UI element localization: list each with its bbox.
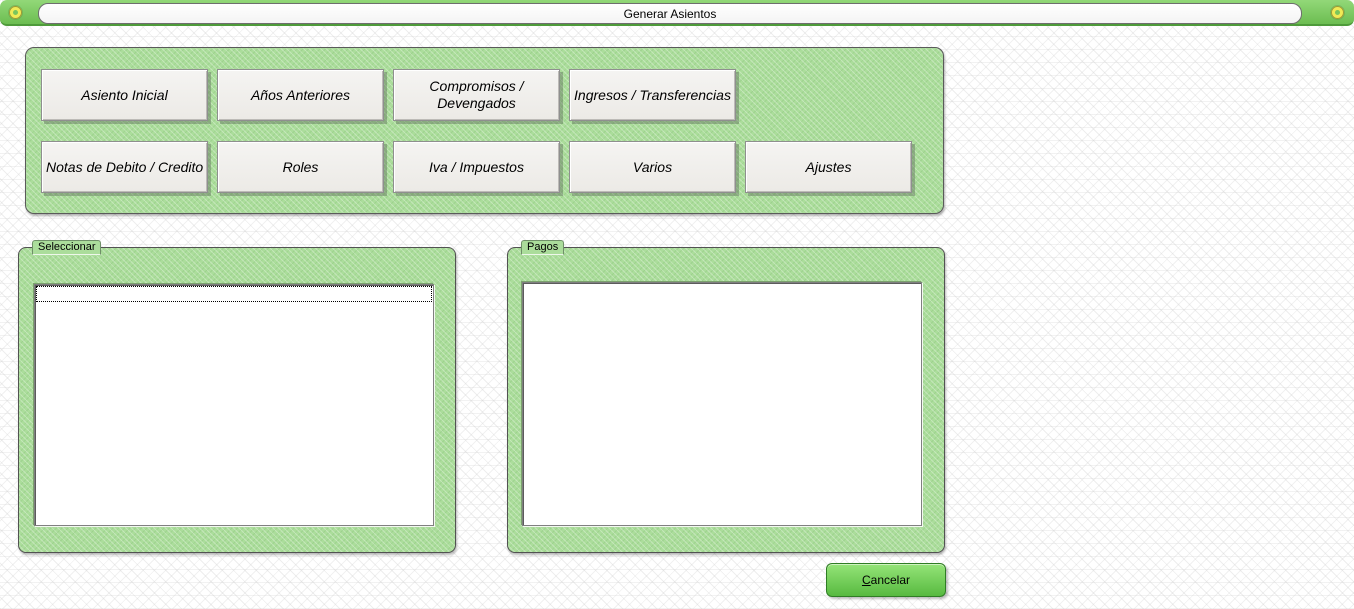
titlebar-right-circle-icon[interactable] [1331, 6, 1344, 19]
titlebar-title-pill: Generar Asientos [38, 3, 1302, 24]
seleccionar-frame: Seleccionar [18, 240, 456, 553]
notas-debito-credito-button[interactable]: Notas de Debito / Credito [41, 141, 208, 193]
compromisos-devengados-button[interactable]: Compromisos / Devengados [393, 69, 560, 121]
notas-debito-credito-label: Notas de Debito / Credito [46, 158, 204, 175]
ajustes-button[interactable]: Ajustes [745, 141, 912, 193]
seleccionar-listbox[interactable] [34, 284, 434, 526]
ajustes-label: Ajustes [805, 158, 852, 175]
anos-anteriores-button[interactable]: Años Anteriores [217, 69, 384, 121]
pagos-frame: Pagos [507, 240, 945, 553]
button-row-1: Asiento Inicial Años Anteriores Compromi… [41, 69, 943, 121]
ingresos-transferencias-button[interactable]: Ingresos / Transferencias [569, 69, 736, 121]
titlebar-left-circle-icon[interactable] [9, 6, 22, 19]
ingresos-transferencias-label: Ingresos / Transferencias [574, 86, 731, 103]
asiento-inicial-button[interactable]: Asiento Inicial [41, 69, 208, 121]
varios-button[interactable]: Varios [569, 141, 736, 193]
iva-impuestos-button[interactable]: Iva / Impuestos [393, 141, 560, 193]
window-title: Generar Asientos [623, 6, 717, 21]
cancelar-label: Cancelar [861, 573, 911, 587]
button-row-2: Notas de Debito / Credito Roles Iva / Im… [41, 141, 943, 193]
roles-label: Roles [282, 158, 319, 175]
asientos-button-panel: Asiento Inicial Años Anteriores Compromi… [25, 47, 944, 214]
pagos-listbox[interactable] [522, 282, 922, 526]
varios-label: Varios [632, 158, 673, 175]
seleccionar-frame-label: Seleccionar [32, 240, 102, 255]
roles-button[interactable]: Roles [217, 141, 384, 193]
iva-impuestos-label: Iva / Impuestos [429, 158, 524, 175]
seleccionar-focused-empty-item [36, 286, 432, 302]
anos-anteriores-label: Años Anteriores [250, 86, 351, 103]
cancelar-button[interactable]: Cancelar [826, 563, 946, 597]
compromisos-devengados-label: Compromisos / Devengados [429, 78, 524, 111]
titlebar: Generar Asientos [0, 0, 1354, 26]
pagos-frame-label: Pagos [521, 240, 565, 255]
asiento-inicial-label: Asiento Inicial [81, 86, 168, 103]
